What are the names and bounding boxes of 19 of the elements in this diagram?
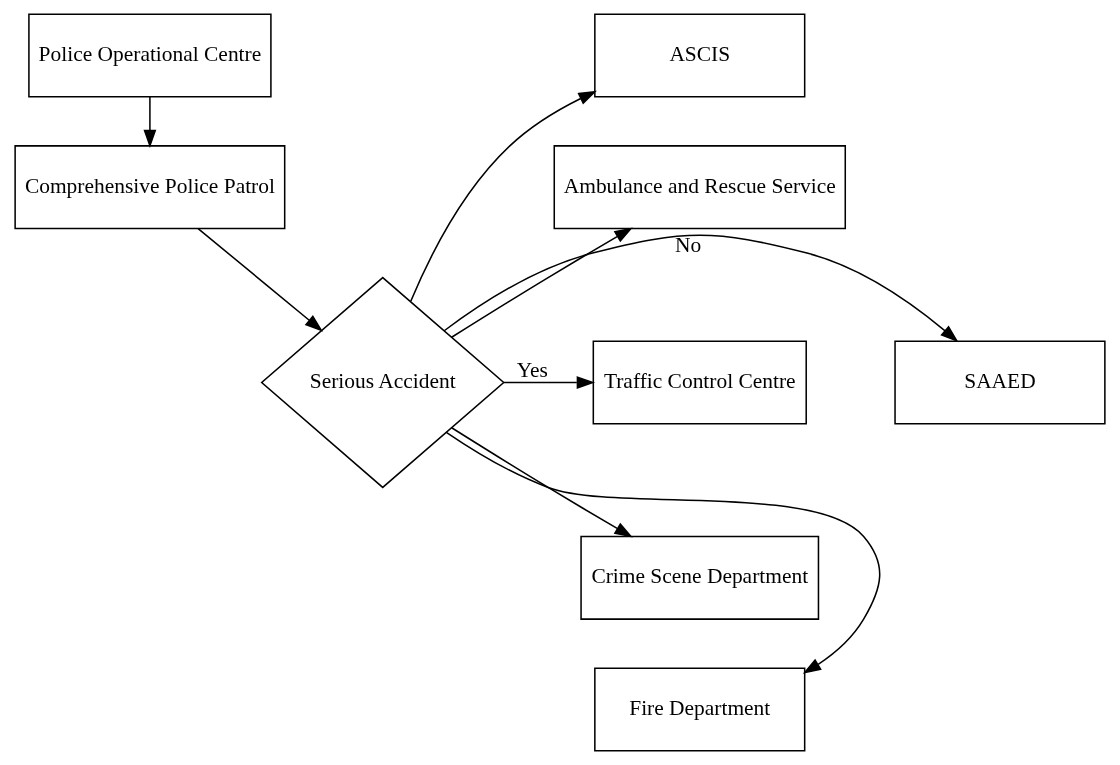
- arrow: [503, 376, 596, 389]
- arrow: [450, 227, 633, 339]
- node-box: Ambulance and Rescue Service: [553, 145, 847, 230]
- edge-label: Yes: [516, 357, 548, 382]
- arrow: [450, 426, 633, 538]
- arrow: [197, 227, 324, 332]
- node-box: SAAED: [894, 340, 1106, 425]
- edge-label: No: [675, 233, 702, 258]
- node-box: ASCIS: [594, 13, 806, 98]
- arrow: [445, 431, 881, 674]
- node-diamond: Serious Accident: [260, 276, 505, 489]
- arrow: [143, 96, 157, 149]
- node-box: Police Operational Centre: [28, 13, 272, 98]
- node-box: Fire Department: [594, 667, 806, 752]
- node-box: Comprehensive Police Patrol: [14, 145, 286, 230]
- node-box: Crime Scene Department: [580, 535, 820, 620]
- node-box: Traffic Control Centre: [592, 340, 807, 425]
- arrow: [443, 234, 959, 343]
- arrow: [410, 90, 597, 303]
